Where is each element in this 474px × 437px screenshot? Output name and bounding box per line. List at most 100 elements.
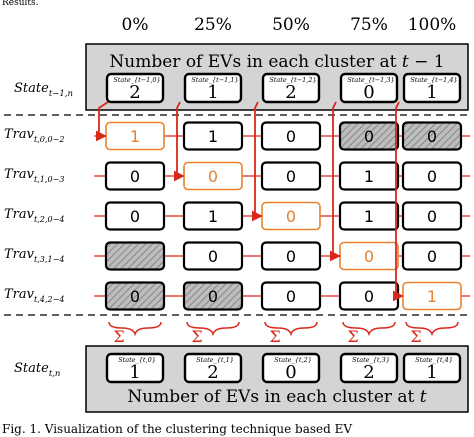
sigma-symbol: Σ xyxy=(347,327,358,346)
top-state-cell-label: State_{t−1,4} xyxy=(410,76,457,84)
top-state-cell xyxy=(183,72,243,104)
transfer-arrow xyxy=(252,101,263,222)
trav-cell xyxy=(104,161,166,191)
bottom-row-label: Statet,n xyxy=(14,361,60,379)
percentage-label: 50% xyxy=(272,15,310,35)
bottom-state-cell-label: State_{t,4} xyxy=(415,356,453,364)
trav-cell-value: 1 xyxy=(130,127,140,146)
sigma-symbol: Σ xyxy=(269,327,280,346)
trav-row-label: Travt,3,1−4 xyxy=(4,247,64,264)
top-state-cell-label: State_{t−1,2} xyxy=(269,76,316,84)
trav-cell xyxy=(260,161,322,191)
trav-row-label: Travt,1,0−3 xyxy=(4,167,64,184)
trav-cell xyxy=(401,241,463,271)
trav-cell-value: 0 xyxy=(286,167,296,186)
bottom-state-cell-value: 0 xyxy=(285,362,296,383)
top-state-cell-label: State_{t−1,0} xyxy=(113,76,160,84)
trav-cell xyxy=(104,241,166,271)
bottom-state-cell-label: State_{t,3} xyxy=(352,356,390,364)
top-state-cells: State_{t−1,0}2State_{t−1,1}1State_{t−1,2… xyxy=(105,72,462,104)
top-state-cell xyxy=(105,72,165,104)
trav-cell-value: 1 xyxy=(364,167,374,186)
sum-brace xyxy=(108,321,162,337)
trav-cell xyxy=(338,201,400,231)
trav-cell-value: 0 xyxy=(364,127,374,146)
trav-cell-value: 1 xyxy=(208,127,218,146)
transfer-arrow xyxy=(393,101,404,302)
trav-cell xyxy=(260,281,322,311)
bottom-state-cell xyxy=(402,352,462,384)
top-state-cell-label: State_{t−1,1} xyxy=(191,76,238,84)
trav-cell-value: 0 xyxy=(130,167,140,186)
bottom-state-cell-value: 1 xyxy=(426,362,437,383)
top-state-cell xyxy=(339,72,399,104)
trav-cell-value: 0 xyxy=(286,127,296,146)
transfer-arrow xyxy=(96,101,109,142)
trav-row-labels: Travt,0,0−2Travt,1,0−3Travt,2,0−4Travt,3… xyxy=(4,127,64,304)
top-state-cell-value: 2 xyxy=(129,82,140,103)
trav-cell-value: 0 xyxy=(208,247,218,266)
sigma-symbol: Σ xyxy=(410,327,421,346)
bottom-panel-title: Number of EVs in each cluster at t xyxy=(127,387,426,407)
percentage-label: 100% xyxy=(408,15,457,35)
trav-cell-value: 0 xyxy=(130,287,140,306)
trav-cell xyxy=(182,281,244,311)
percentage-labels: 0% 25% 50% 75% 100% xyxy=(122,15,457,35)
transfer-arrow xyxy=(330,101,341,262)
top-state-cell-value: 1 xyxy=(426,82,437,103)
top-state-cell-value: 2 xyxy=(285,82,296,103)
percentage-label: 75% xyxy=(350,15,388,35)
bottom-state-cell xyxy=(105,352,165,384)
bottom-state-cell-value: 2 xyxy=(363,362,374,383)
bottom-state-cell-value: 2 xyxy=(207,362,218,383)
trav-cell xyxy=(260,121,322,151)
trav-cell-value: 0 xyxy=(286,247,296,266)
trav-cell xyxy=(401,201,463,231)
sum-brace xyxy=(264,321,318,337)
trav-row-label: Travt,4,2−4 xyxy=(4,287,64,304)
top-state-cell-label: State_{t−1,3} xyxy=(347,76,394,84)
bottom-state-cell-label: State_{t,2} xyxy=(274,356,312,364)
trav-cell-value: 0 xyxy=(208,287,218,306)
trav-cell-value: 0 xyxy=(286,207,296,226)
top-state-cell xyxy=(402,72,462,104)
trav-cell-value: 1 xyxy=(364,207,374,226)
trav-cell-value: 0 xyxy=(364,247,374,266)
trav-cell-value: 0 xyxy=(286,287,296,306)
trav-cell-value: 0 xyxy=(208,167,218,186)
trav-cell xyxy=(401,121,463,151)
top-state-cell xyxy=(261,72,321,104)
caption-fragment: Fig. 1. Visualization of the clustering … xyxy=(2,422,352,436)
bottom-state-cell-label: State_{t,0} xyxy=(118,356,156,364)
top-state-cell-value: 1 xyxy=(207,82,218,103)
trav-cell xyxy=(104,201,166,231)
trav-cell-value: 0 xyxy=(364,287,374,306)
sum-brace xyxy=(186,321,240,337)
top-row-label: Statet−1,n xyxy=(14,81,73,99)
bottom-state-cell-label: State_{t,1} xyxy=(196,356,234,364)
trav-cell-value: 0 xyxy=(427,127,437,146)
trav-cell-value: 0 xyxy=(427,167,437,186)
percentage-label: 0% xyxy=(122,15,149,35)
trav-cell xyxy=(182,241,244,271)
bottom-state-cells: State_{t,0}1State_{t,1}2State_{t,2}0Stat… xyxy=(105,352,462,384)
trav-cell xyxy=(104,281,166,311)
trav-row-label: Travt,2,0−4 xyxy=(4,207,64,224)
sum-brace xyxy=(405,321,459,337)
bottom-state-cell xyxy=(261,352,321,384)
bottom-state-cell xyxy=(339,352,399,384)
sigma-symbol: Σ xyxy=(113,327,124,346)
trav-row-label: Travt,0,0−2 xyxy=(4,127,64,144)
trav-cell xyxy=(182,121,244,151)
trav-cell-value: 0 xyxy=(427,247,437,266)
trav-cell xyxy=(338,121,400,151)
trav-cell xyxy=(182,201,244,231)
top-panel-title: Number of EVs in each cluster at t − 1 xyxy=(109,52,444,72)
trav-cell xyxy=(401,161,463,191)
bottom-state-cell-value: 1 xyxy=(129,362,140,383)
sigma-symbol: Σ xyxy=(191,327,202,346)
sum-brace xyxy=(342,321,396,337)
percentage-label: 25% xyxy=(194,15,232,35)
transfer-arrows xyxy=(96,101,404,302)
